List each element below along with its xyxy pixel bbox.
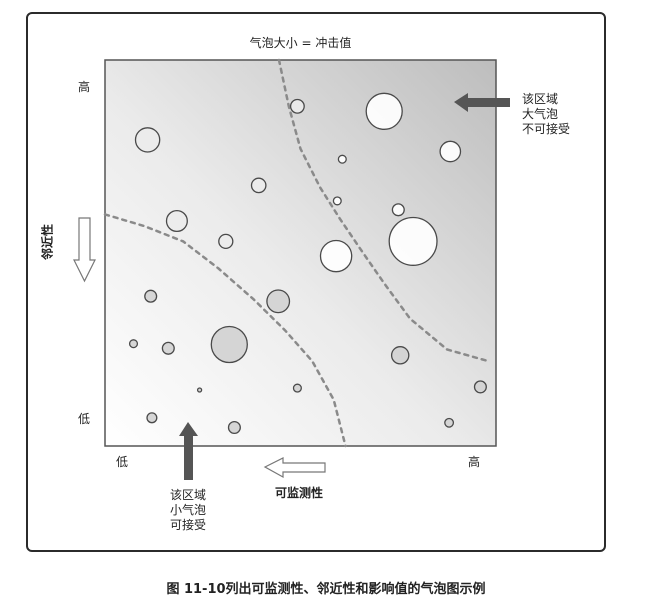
y-tick-high: 高: [78, 80, 91, 94]
proximity-direction-arrow: [73, 217, 96, 283]
bubble-5: [337, 154, 347, 164]
bubble-10: [388, 216, 438, 266]
bubble-chart: [73, 58, 510, 480]
bubble-21: [473, 380, 487, 394]
bubble-17: [210, 325, 248, 364]
bubble-1: [289, 98, 305, 114]
small-bubble-area-arrow: [179, 422, 198, 480]
small-bubble-note-line-2: 小气泡: [170, 503, 207, 517]
boundary-line-2: [103, 213, 347, 448]
bubble-11: [218, 233, 234, 250]
large-bubble-area-arrow: [454, 93, 510, 112]
bubble-4: [134, 127, 161, 153]
boundary-line-1: [277, 58, 490, 363]
y-tick-low: 低: [78, 412, 91, 426]
small-bubble-note-line-3: 可接受: [170, 518, 207, 532]
bubble-16: [161, 341, 175, 355]
bubbles: [128, 92, 487, 435]
boundary-lines: [103, 58, 490, 448]
small-bubble-note-line-1: 该区域: [170, 488, 207, 502]
bubble-14: [266, 289, 291, 314]
bubble-7: [332, 196, 342, 206]
figure-caption: 图 11-10列出可监测性、邻近性和影响值的气泡图示例: [166, 582, 486, 597]
bubble-20: [292, 383, 302, 393]
x-axis-label: 可监测性: [275, 486, 324, 500]
bubble-9: [165, 209, 188, 233]
chart-title: 气泡大小 = 冲击值: [249, 36, 352, 50]
bubble-15: [128, 339, 139, 349]
bubble-8: [391, 203, 405, 217]
bubble-12: [319, 239, 353, 273]
large-bubble-note-line-1: 该区域: [522, 92, 559, 106]
bubble-2: [365, 92, 403, 130]
bubble-24: [444, 417, 455, 428]
bubble-13: [144, 289, 158, 303]
bubble-6: [250, 177, 267, 194]
x-tick-low: 低: [116, 455, 129, 469]
monitorability-direction-arrow: [263, 457, 326, 479]
bubble-22: [146, 412, 158, 424]
figure-frame: [26, 12, 606, 552]
large-bubble-note-line-2: 大气泡: [522, 107, 559, 121]
bubble-19: [196, 387, 203, 393]
small-bubble-note: 该区域 小气泡 可接受: [170, 488, 206, 533]
x-tick-high: 高: [468, 455, 481, 469]
y-axis-label: 邻近性: [40, 223, 55, 261]
bubble-23: [227, 420, 241, 435]
bubble-18: [390, 346, 410, 365]
bubble-3: [439, 140, 462, 163]
large-bubble-note: 该区域 大气泡 不可接受: [522, 92, 570, 137]
large-bubble-note-line-3: 不可接受: [522, 122, 571, 136]
